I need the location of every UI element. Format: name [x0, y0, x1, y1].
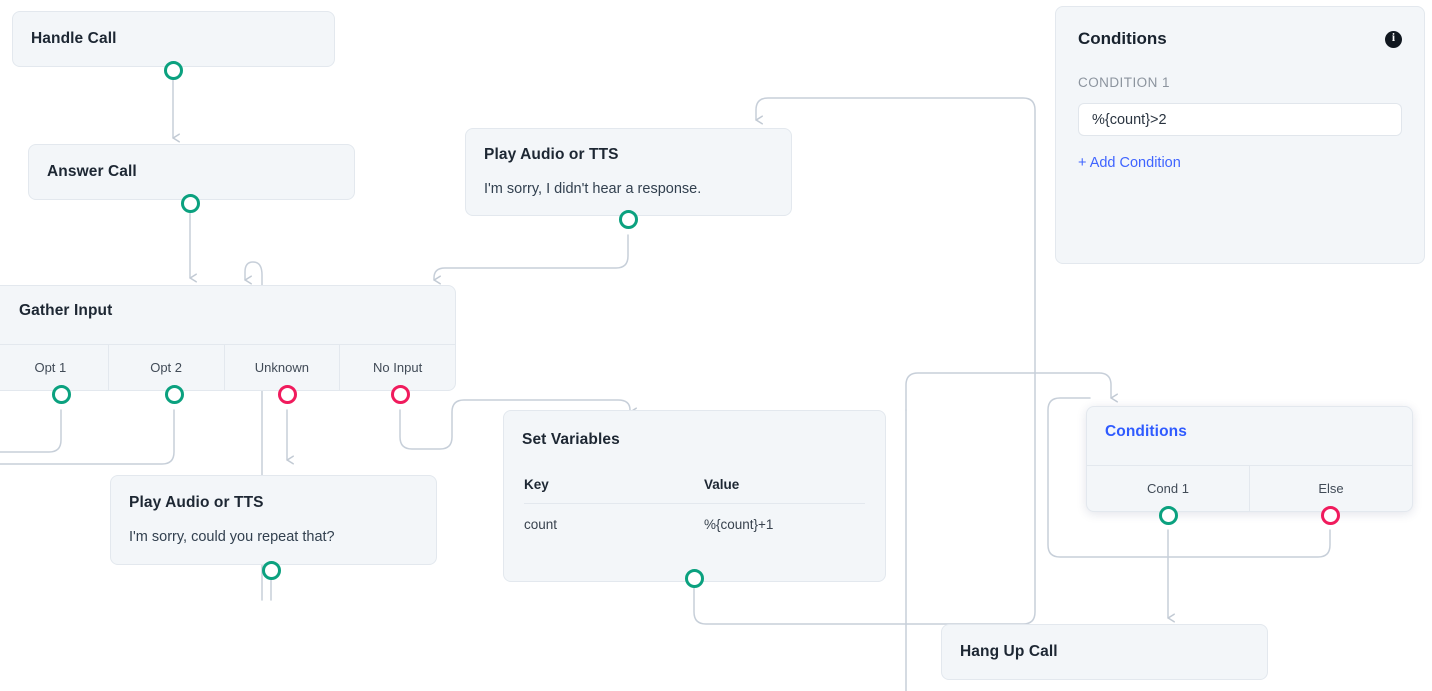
- port-label: Unknown: [254, 360, 309, 375]
- node-conditions[interactable]: Conditions Cond 1 Else: [1086, 406, 1413, 512]
- node-title: Answer Call: [47, 162, 137, 180]
- port-label: Else: [1318, 481, 1344, 496]
- edge-opt1-out: [0, 409, 62, 453]
- port-gather-opt-1[interactable]: [52, 385, 71, 404]
- port-gather-unknown[interactable]: [278, 385, 297, 404]
- port-handle-call-out[interactable]: [164, 61, 183, 80]
- node-play-audio-repeat[interactable]: Play Audio or TTS I'm sorry, could you r…: [110, 475, 437, 565]
- cell-value: %{count}+1: [704, 517, 774, 532]
- node-title: Conditions: [1105, 423, 1187, 440]
- info-icon[interactable]: i: [1385, 30, 1402, 48]
- node-hang-up-call[interactable]: Hang Up Call: [941, 624, 1268, 680]
- cell-key: count: [524, 517, 558, 532]
- conditions-ports: Cond 1 Else: [1087, 465, 1412, 511]
- set-variables-table: Key Value count %{count}+1: [504, 477, 885, 532]
- port-cell-opt-2[interactable]: Opt 2: [107, 345, 224, 390]
- add-condition-link[interactable]: + Add Condition: [1078, 155, 1181, 171]
- node-subtitle: I'm sorry, could you repeat that?: [129, 528, 335, 545]
- table-divider: [524, 503, 865, 504]
- condition-label: CONDITION 1: [1078, 75, 1170, 90]
- port-cell-unknown[interactable]: Unknown: [223, 345, 340, 390]
- port-gather-opt-2[interactable]: [165, 385, 184, 404]
- port-set-variables-out[interactable]: [685, 569, 704, 588]
- table-row: count %{count}+1: [524, 517, 865, 532]
- port-cell-opt-1[interactable]: Opt 1: [0, 345, 108, 390]
- panel-header: Conditions i: [1078, 29, 1402, 49]
- port-label: Cond 1: [1147, 481, 1189, 496]
- edge-noresponse-to-gather: [433, 234, 629, 285]
- port-play-audio-no-response-out[interactable]: [619, 210, 638, 229]
- port-cell-no-input[interactable]: No Input: [339, 345, 455, 390]
- node-answer-call[interactable]: Answer Call: [28, 144, 355, 200]
- port-cell-else[interactable]: Else: [1249, 466, 1412, 511]
- node-title: Gather Input: [19, 302, 113, 319]
- port-gather-no-input[interactable]: [391, 385, 410, 404]
- port-play-audio-repeat-out[interactable]: [262, 561, 281, 580]
- conditions-panel[interactable]: Conditions i CONDITION 1 %{count}>2 + Ad…: [1055, 6, 1425, 264]
- table-header-row: Key Value: [524, 477, 865, 492]
- column-header-value: Value: [704, 477, 740, 492]
- port-conditions-cond-1[interactable]: [1159, 506, 1178, 525]
- node-subtitle: I'm sorry, I didn't hear a response.: [484, 180, 702, 197]
- node-title: Play Audio or TTS: [484, 146, 619, 163]
- node-title: Handle Call: [31, 29, 117, 47]
- node-title: Hang Up Call: [960, 642, 1058, 660]
- edge-opt2-out: [0, 409, 175, 465]
- port-conditions-else[interactable]: [1321, 506, 1340, 525]
- port-label: Opt 1: [34, 360, 67, 375]
- port-label: Opt 2: [150, 360, 183, 375]
- node-play-audio-no-response[interactable]: Play Audio or TTS I'm sorry, I didn't he…: [465, 128, 792, 216]
- port-label: No Input: [373, 360, 423, 375]
- port-answer-call-out[interactable]: [181, 194, 200, 213]
- edge-into-conditions: [905, 372, 1118, 411]
- port-cell-cond-1[interactable]: Cond 1: [1087, 466, 1249, 511]
- node-gather-input[interactable]: Gather Input Opt 1 Opt 2 Unknown No Inpu…: [0, 285, 456, 391]
- gather-input-ports: Opt 1 Opt 2 Unknown No Input: [0, 344, 455, 390]
- condition-input[interactable]: %{count}>2: [1078, 103, 1402, 136]
- node-set-variables[interactable]: Set Variables Key Value count %{count}+1: [503, 410, 886, 582]
- node-title: Set Variables: [522, 431, 620, 448]
- panel-title: Conditions: [1078, 29, 1167, 48]
- node-title: Play Audio or TTS: [129, 494, 264, 511]
- column-header-key: Key: [524, 477, 549, 492]
- node-handle-call[interactable]: Handle Call: [12, 11, 335, 67]
